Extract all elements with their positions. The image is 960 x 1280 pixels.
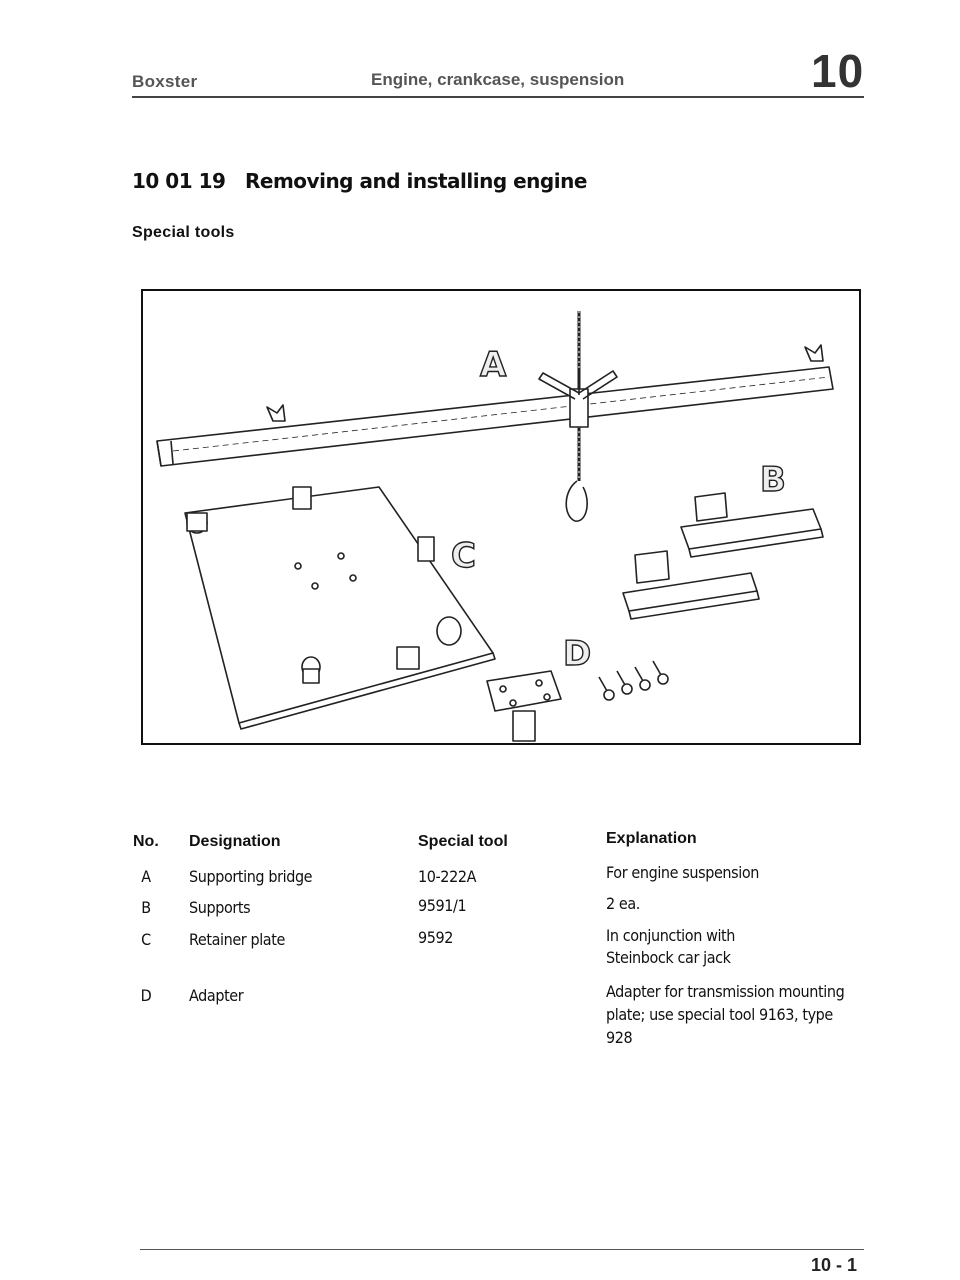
row-a-designation: Supporting bridge — [189, 867, 313, 886]
row-b-explanation: 2 ea. — [606, 894, 640, 913]
column-header-no: No. — [133, 833, 159, 850]
header-model: Boxster — [132, 72, 198, 91]
retainer-plate-drawing — [184, 486, 496, 730]
special-tools-illustration: A B C D — [141, 289, 861, 745]
header-divider — [132, 96, 864, 98]
row-d-explanation-line-2: plate; use special tool 9163, type — [606, 1005, 833, 1024]
header-section-title: Engine, crankcase, suspension — [371, 70, 625, 89]
tools-drawing: A B C D — [156, 311, 834, 742]
row-a-no: A — [141, 867, 151, 886]
supports-drawing — [622, 492, 824, 620]
row-d-no: D — [140, 986, 152, 1005]
row-c-no: C — [141, 930, 151, 949]
row-c-designation: Retainer plate — [189, 930, 285, 949]
row-b-no: B — [141, 898, 151, 917]
figure-label-d: D — [563, 634, 591, 674]
column-header-explanation: Explanation — [606, 830, 697, 847]
column-header-designation: Designation — [189, 833, 281, 850]
adapter-drawing — [486, 660, 669, 742]
row-b-designation: Supports — [189, 898, 251, 917]
page-number: 10 - 1 — [811, 1255, 858, 1275]
figure-label-a: A — [480, 345, 507, 385]
row-b-special-tool: 9591/1 — [418, 896, 467, 915]
row-c-explanation-line-2: Steinbock car jack — [606, 948, 731, 967]
supporting-bridge-drawing — [156, 311, 834, 522]
row-a-special-tool: 10-222A — [418, 867, 477, 886]
row-a-explanation: For engine suspension — [606, 863, 759, 882]
procedure-number: 10 01 19 — [132, 169, 226, 193]
figure-label-b: B — [760, 460, 786, 500]
row-d-designation: Adapter — [189, 986, 244, 1005]
row-d-explanation-line-1: Adapter for transmission mounting — [606, 982, 845, 1001]
row-c-special-tool: 9592 — [418, 928, 454, 947]
section-subtitle: Special tools — [132, 224, 235, 241]
column-header-special-tool: Special tool — [418, 833, 508, 850]
procedure-title: Removing and installing engine — [245, 169, 587, 193]
row-d-explanation-line-3: 928 — [606, 1028, 633, 1047]
header-group-number: 10 — [811, 45, 865, 97]
row-c-explanation-line-1: In conjunction with — [606, 926, 736, 945]
figure-label-c: C — [451, 536, 476, 576]
footer-divider — [140, 1249, 864, 1250]
